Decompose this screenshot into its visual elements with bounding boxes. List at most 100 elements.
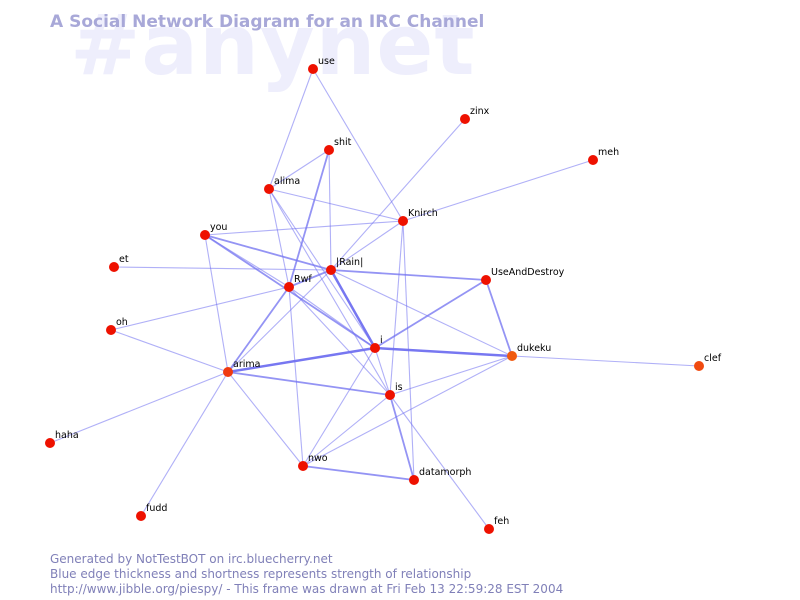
node-label: datamorph (419, 467, 471, 478)
node-dot (223, 367, 233, 377)
edge-dukeku-is (389, 355, 513, 396)
node-label: i (380, 335, 383, 346)
edge-Rwf-is (288, 286, 391, 396)
node-fudd: fudd (136, 503, 167, 521)
edge-is-datamorph (389, 394, 415, 481)
node-dot (109, 262, 119, 272)
edge-dukeku-clef (511, 355, 700, 367)
edge-shit-Rain (328, 149, 332, 271)
edge-Rain-UseAndDestroy (330, 269, 487, 281)
node-label: is (395, 382, 403, 393)
node-dot (507, 351, 517, 361)
node-Rain: |Rain| (326, 257, 363, 275)
footer-legend-line: Blue edge thickness and shortness repres… (50, 567, 472, 581)
node-label: meh (598, 147, 619, 158)
node-dot (106, 325, 116, 335)
edge-oh-Rwf (110, 286, 290, 331)
edge-arima-nwo (227, 371, 304, 467)
edge-Rain-Rwf (288, 269, 332, 288)
edge-use-alima (268, 68, 314, 190)
node-label: haha (55, 430, 79, 441)
node-dot (409, 475, 419, 485)
node-datamorph: datamorph (409, 467, 471, 485)
node-feh: feh (484, 516, 509, 534)
edge-shit-Rwf (288, 149, 330, 288)
node-dot (200, 230, 210, 240)
edge-Knirch-Rain (330, 220, 404, 271)
edge-UseAndDestroy-dukeku (485, 279, 513, 357)
edge-dukeku-nwo (302, 355, 513, 467)
node-dot (694, 361, 704, 371)
edge-i-dukeku (374, 346, 513, 358)
edge-arima-fudd (140, 371, 229, 517)
node-dot (588, 155, 598, 165)
footer: Generated by NotTestBOT on irc.bluecherr… (50, 552, 563, 597)
edge-Knirch-you (204, 220, 404, 236)
node-label: fudd (146, 503, 167, 514)
node-label: you (210, 222, 227, 233)
node-meh: meh (588, 147, 619, 165)
node-UseAndDestroy: UseAndDestroy (481, 267, 565, 285)
edge-meh-Knirch (402, 159, 594, 222)
edge-nwo-datamorph (302, 465, 415, 481)
edge-arima-is (227, 371, 391, 396)
node-dot (324, 145, 334, 155)
node-nwo: nwo (298, 453, 328, 471)
edge-Rwf-arima (227, 286, 290, 373)
node-label: use (318, 56, 335, 67)
node-label: Rwf (294, 274, 312, 285)
footer-timestamp-line: http://www.jibble.org/piespy/ - This fra… (50, 582, 564, 596)
node-dot (398, 216, 408, 226)
node-dot (308, 64, 318, 74)
node-label: |Rain| (336, 257, 363, 268)
edge-UseAndDestroy-i (374, 279, 487, 349)
edge-you-Rain (204, 234, 332, 271)
node-oh: oh (106, 317, 128, 335)
node-dot (370, 343, 380, 353)
edge-alima-Rwf (268, 188, 290, 288)
channel-watermark: #anynet (70, 0, 476, 94)
node-dot (385, 390, 395, 400)
edge-Knirch-is (389, 220, 404, 396)
edge-Rwf-i (288, 286, 376, 349)
node-label: arima (233, 359, 260, 370)
footer-generator-line: Generated by NotTestBOT on irc.bluecherr… (50, 552, 333, 566)
node-is: is (385, 382, 403, 400)
node-alima: alima (264, 176, 300, 194)
node-dot (484, 524, 494, 534)
edge-arima-oh (110, 329, 229, 373)
edge-Rain-arima (227, 269, 332, 373)
edge-Rwf-nwo (288, 286, 304, 467)
node-label: Knirch (408, 208, 438, 219)
edge-you-arima (204, 234, 229, 373)
edge-i-nwo (302, 347, 376, 467)
node-label: alima (274, 176, 300, 187)
node-dot (298, 461, 308, 471)
diagram-title: A Social Network Diagram for an IRC Chan… (50, 12, 485, 32)
node-label: zinx (470, 106, 490, 117)
edge-i-is (374, 347, 391, 396)
node-label: feh (494, 516, 509, 527)
node-label: shit (334, 137, 352, 148)
edge-use-Knirch (312, 68, 404, 222)
node-clef: clef (694, 353, 722, 371)
edge-arima-haha (49, 371, 229, 444)
edge-Rain-dukeku (330, 269, 513, 357)
edge-layer (49, 68, 700, 530)
node-haha: haha (45, 430, 79, 448)
node-dot (45, 438, 55, 448)
node-label: nwo (308, 453, 328, 464)
edge-Rain-i (329, 269, 377, 349)
node-dot (326, 265, 336, 275)
edge-zinx-Rain (330, 118, 466, 271)
node-use: use (308, 56, 335, 74)
node-dukeku: dukeku (507, 343, 551, 361)
edge-i-arima (227, 346, 376, 374)
edge-is-nwo (302, 394, 391, 467)
node-label: dukeku (517, 343, 551, 354)
edge-et-Rain (113, 266, 332, 271)
node-label: et (119, 254, 129, 265)
node-Rwf: Rwf (284, 274, 312, 292)
node-you: you (200, 222, 227, 240)
